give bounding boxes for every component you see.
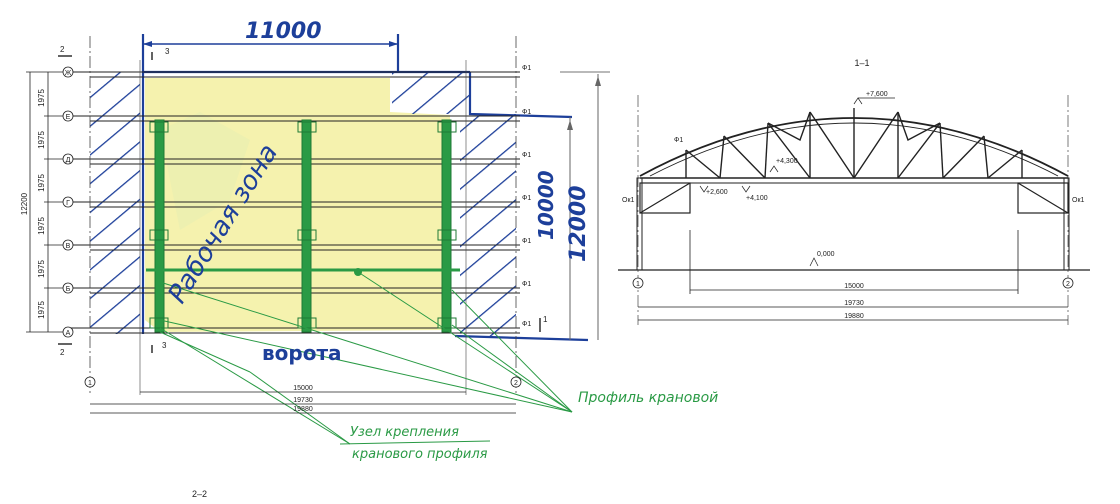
- phi-label-1: Ф1: [522, 65, 531, 72]
- section-title: 1–1: [854, 58, 869, 68]
- hatch-right: [460, 114, 516, 336]
- section-ok-right: Ок1: [1072, 197, 1085, 204]
- hatch-left: [90, 72, 140, 334]
- axis-a: А: [66, 330, 71, 337]
- section-2-2-label: 2–2: [192, 489, 207, 499]
- section-phi: Ф1: [674, 137, 683, 144]
- phi-label-3: Ф1: [522, 152, 531, 159]
- dim-15000-plan: 15000: [293, 385, 313, 392]
- axis-b: Б: [66, 286, 71, 293]
- phi-label-7: Ф1: [522, 321, 531, 328]
- section-view: 1–1: [618, 58, 1090, 325]
- axis-1-plan: 1: [88, 380, 92, 387]
- row-dim-3: 1975: [37, 174, 46, 192]
- truss-web: [685, 108, 1023, 179]
- phi-label-6: Ф1: [522, 281, 531, 288]
- hw-gate: ворота: [262, 341, 342, 365]
- dim-19730-sec: 19730: [844, 300, 864, 307]
- crane-columns: [149, 119, 457, 333]
- sec-mark-2-top: 2: [60, 45, 65, 54]
- axis-v: В: [66, 243, 71, 250]
- elev-4100: +4,100: [746, 195, 768, 202]
- dim-19730-plan: 19730: [293, 397, 313, 404]
- hw-node-line1: Узел крепления: [350, 425, 459, 440]
- elev-4300: +4,300: [776, 158, 798, 165]
- phi-label-5: Ф1: [522, 238, 531, 245]
- hw-crane-profile: Профиль крановой: [578, 390, 718, 406]
- hw-12000: 12000: [566, 185, 591, 262]
- hw-11000: 11000: [245, 19, 322, 44]
- elev-top: +7,600: [866, 91, 888, 98]
- row-dim-6: 1975: [37, 301, 46, 319]
- hw-10000: 10000: [534, 170, 558, 240]
- total-dim: 12200: [20, 192, 29, 215]
- axis-d: Д: [66, 157, 71, 164]
- phi-label-4: Ф1: [522, 195, 531, 202]
- dim-19880-sec: 19880: [844, 313, 864, 320]
- elev-0000: 0,000: [817, 251, 835, 258]
- row-dim-4: 1975: [37, 217, 46, 235]
- dim-19880-plan: 19880: [293, 406, 313, 413]
- hw-node-line2: кранового профиля: [352, 447, 488, 462]
- axis-e: Е: [66, 114, 71, 121]
- dim-15000-sec: 15000: [844, 283, 864, 290]
- sec-mark-2-bottom: 2: [60, 348, 65, 357]
- axis-g: Г: [66, 200, 70, 207]
- row-dim-2: 1975: [37, 131, 46, 149]
- sec-mark-3-top: 3: [165, 47, 170, 56]
- axis-2-sec: 2: [1066, 281, 1070, 288]
- phi-label-2: Ф1: [522, 109, 531, 116]
- hatch-right-top: [392, 72, 470, 114]
- axis-1-sec: 1: [636, 281, 640, 288]
- axis-letters: Ж Е Д Г В Б А: [62, 66, 74, 338]
- sec-mark-1: 1: [543, 315, 548, 324]
- sec-mark-3-bottom: 3: [162, 341, 167, 350]
- axis-2-plan: 2: [514, 380, 518, 387]
- elev-2600: +2,600: [706, 189, 728, 196]
- section-ok-left: Ок1: [622, 197, 635, 204]
- axis-zh: Ж: [65, 70, 72, 77]
- row-dim-1: 1975: [37, 89, 46, 107]
- row-dim-5: 1975: [37, 260, 46, 278]
- plan-view: 1975 1975 1975 1975 1975 1975 12200 Ж Е …: [20, 19, 718, 462]
